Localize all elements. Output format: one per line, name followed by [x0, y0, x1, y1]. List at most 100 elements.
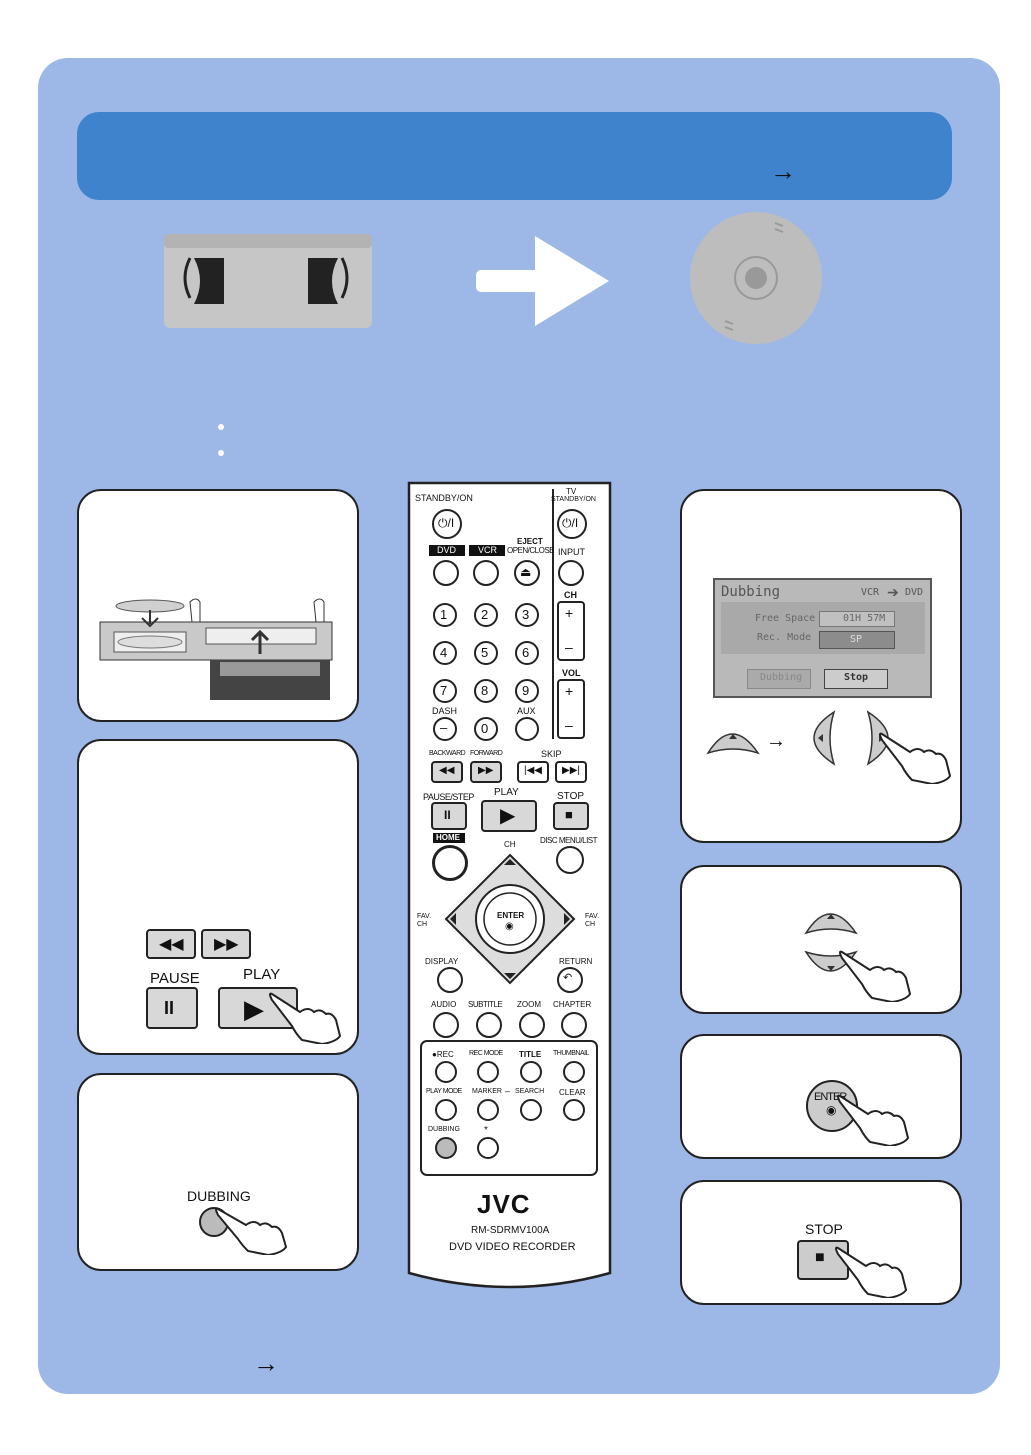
- digit-label: 0: [481, 721, 489, 736]
- aux-label: AUX: [517, 706, 536, 716]
- search-button[interactable]: [520, 1099, 542, 1121]
- digit-button-0[interactable]: [474, 717, 498, 741]
- osd-dest: DVD: [905, 587, 924, 598]
- digit-button-9[interactable]: [515, 679, 539, 703]
- digit-label: 4: [440, 645, 448, 660]
- digit-button-5[interactable]: [474, 641, 498, 665]
- audio-button[interactable]: [433, 1012, 459, 1038]
- rewind-key[interactable]: [146, 929, 196, 959]
- vcr-label: VCR: [478, 545, 498, 555]
- hand-press-icon: [269, 992, 342, 1044]
- rec-mode-button[interactable]: [477, 1061, 499, 1083]
- ch-label: CH: [504, 840, 516, 849]
- home-button[interactable]: [432, 845, 468, 881]
- stop-button[interactable]: [553, 802, 589, 830]
- digit-button-7[interactable]: [433, 679, 457, 703]
- digit-button-8[interactable]: [474, 679, 498, 703]
- subtitle-label: SUBTITLE: [468, 1000, 503, 1009]
- standby-button[interactable]: [432, 509, 462, 539]
- osd-stop-button[interactable]: [824, 669, 888, 689]
- dubbing-osd-screen: Dubbing VCR ➔ DVD Free Space 01H 57M Rec…: [713, 578, 932, 698]
- aux-button[interactable]: [515, 717, 539, 741]
- skip-back-icon: |◀◀: [524, 765, 542, 776]
- hand-press-icon: [837, 1094, 910, 1146]
- chapter-button[interactable]: [561, 1012, 587, 1038]
- cursor-up-key-icon: [706, 733, 760, 755]
- display-button[interactable]: [437, 967, 463, 993]
- marker-button[interactable]: [477, 1099, 499, 1121]
- open-close-label: OPEN/CLOSE: [507, 546, 555, 555]
- digit-button-2[interactable]: [474, 603, 498, 627]
- small-arrow-icon: →: [766, 730, 786, 752]
- osd-free-space-value: 01H 57M: [843, 613, 886, 624]
- return-icon: ↶: [563, 972, 573, 984]
- digit-button-3[interactable]: [515, 603, 539, 627]
- stop-label: STOP: [557, 791, 585, 802]
- forward-button[interactable]: [470, 761, 502, 783]
- hand-press-icon: [879, 732, 952, 784]
- return-button[interactable]: [557, 967, 583, 993]
- osd-dubbing-button[interactable]: [747, 669, 811, 689]
- vol-rocker[interactable]: [557, 679, 585, 739]
- enter-dot-icon: ◉: [505, 921, 514, 932]
- fast-forward-key[interactable]: [201, 929, 251, 959]
- brand-logo: JVC: [477, 1189, 531, 1219]
- skip-forward-button[interactable]: [555, 761, 587, 783]
- osd-arrow-icon: ➔: [887, 584, 899, 600]
- star-label: *: [484, 1125, 488, 1136]
- play-label: PLAY: [243, 966, 281, 983]
- standby-label: STANDBY/ON: [415, 493, 473, 503]
- osd-rec-mode-field[interactable]: [819, 631, 895, 649]
- return-label: RETURN: [559, 957, 593, 966]
- osd-dubbing-button-label: Dubbing: [760, 672, 803, 683]
- eject-button[interactable]: [514, 560, 540, 586]
- hand-press-icon: [839, 950, 912, 1002]
- backward-button[interactable]: [431, 761, 463, 783]
- fast-forward-icon: ▶▶: [214, 936, 239, 953]
- clear-button[interactable]: [563, 1099, 585, 1121]
- tv-standby-label: STANDBY/ON: [551, 496, 596, 503]
- remote-control: STANDBY/ON TV STANDBY/ON ⏻/I ⏻/I DVD VCR…: [407, 481, 612, 1293]
- digit-button-4[interactable]: [433, 641, 457, 665]
- thumbnail-label: THUMBNAIL: [553, 1050, 589, 1057]
- model-label: RM-SDRMV100A: [471, 1225, 550, 1236]
- rec-button[interactable]: [435, 1061, 457, 1083]
- skip-back-button[interactable]: [517, 761, 549, 783]
- thumbnail-button[interactable]: [563, 1061, 585, 1083]
- osd-free-space-field: [819, 611, 895, 627]
- zoom-button[interactable]: [519, 1012, 545, 1038]
- dvd-button[interactable]: [433, 560, 459, 586]
- dvd-disc-icon: [690, 212, 822, 344]
- step-press-dubbing-card: [77, 1073, 359, 1271]
- play-mode-button[interactable]: [435, 1099, 457, 1121]
- digit-label: 8: [481, 683, 489, 698]
- pause-icon: II: [444, 808, 451, 822]
- title-button[interactable]: [520, 1061, 542, 1083]
- ch-rocker[interactable]: [557, 601, 585, 661]
- banner-arrow: →: [770, 156, 796, 186]
- title-label: TITLE: [519, 1050, 542, 1059]
- stop-icon: ■: [565, 807, 573, 822]
- play-icon: ▶: [244, 994, 264, 1024]
- bullet-dot: [218, 450, 224, 456]
- digit-button-1[interactable]: [433, 603, 457, 627]
- osd-free-space-label: Free Space: [755, 613, 816, 624]
- tv-standby-button[interactable]: [557, 509, 587, 539]
- skip-forward-icon: ▶▶|: [562, 765, 580, 776]
- input-button[interactable]: [558, 560, 584, 586]
- pause-button[interactable]: [431, 802, 467, 830]
- star-button[interactable]: [477, 1137, 499, 1159]
- play-button[interactable]: [481, 800, 537, 832]
- pause-key[interactable]: [146, 987, 198, 1029]
- navigation-pad[interactable]: [442, 851, 578, 987]
- dash-button[interactable]: [433, 717, 457, 741]
- digit-button-6[interactable]: [515, 641, 539, 665]
- vcr-dvd-recorder-illustration: [99, 598, 333, 700]
- digit-label: 5: [481, 645, 489, 660]
- disc-menu-button[interactable]: [556, 846, 584, 874]
- subtitle-button[interactable]: [476, 1012, 502, 1038]
- dubbing-button[interactable]: [435, 1137, 457, 1159]
- ch-label: CH: [564, 590, 577, 600]
- osd-title: Dubbing: [721, 584, 781, 600]
- vcr-button[interactable]: [473, 560, 499, 586]
